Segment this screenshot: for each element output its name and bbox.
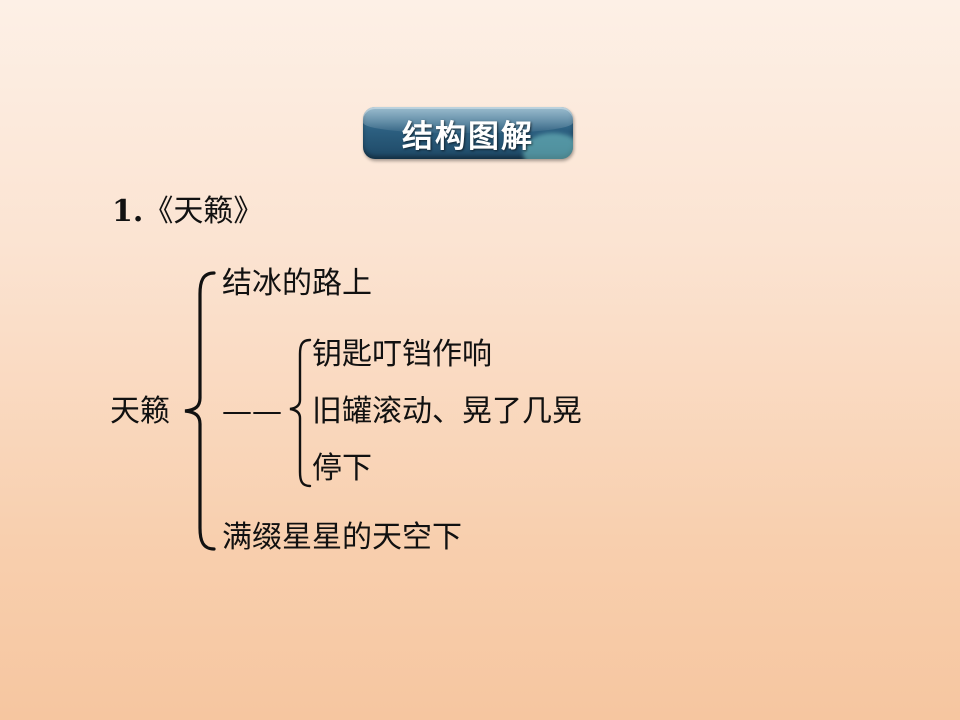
section-heading: 1.《天籁》 [112, 186, 263, 230]
branch-2-child-2: 旧罐滚动、晃了几晃 [312, 394, 582, 429]
branch-1-label: 结冰的路上 [222, 266, 372, 301]
branch-2-child-3: 停下 [312, 451, 372, 486]
diagram-root: 天籁 [110, 394, 170, 429]
branch-3-label: 满缀星星的天空下 [222, 520, 462, 555]
section-title: 《天籁》 [143, 194, 264, 229]
branch-2-child-1: 钥匙叮铛作响 [312, 337, 492, 372]
root-brace [184, 271, 216, 551]
section-number-separator: . [132, 194, 144, 229]
section-number: 1 [112, 194, 133, 229]
branch-2-connector: —— [222, 394, 282, 429]
badge-title: 结构图解 [402, 118, 534, 155]
section-title-badge: 结构图解 [363, 107, 573, 159]
badge-shine [363, 107, 573, 133]
sub-brace [289, 338, 312, 488]
